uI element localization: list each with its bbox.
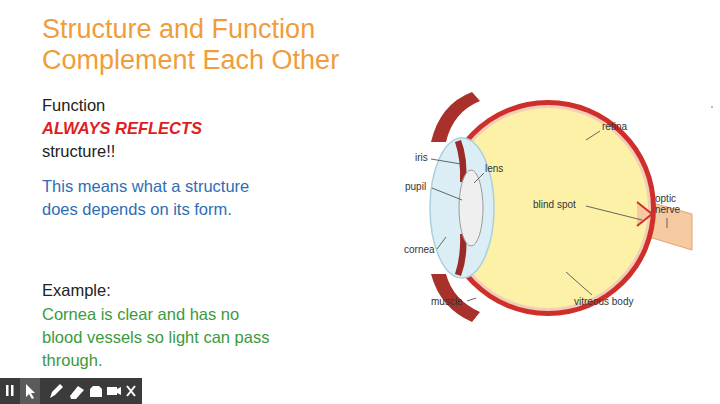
part-label: optic nerve (655, 193, 695, 215)
pen-icon (50, 384, 63, 398)
pause-icon (6, 385, 9, 396)
choroid (445, 105, 651, 311)
body-text: structure!! (42, 140, 287, 163)
marker-icon (70, 386, 84, 399)
part-label: iris (415, 152, 428, 163)
leader-line (437, 237, 446, 249)
body-text: Example: (42, 279, 287, 302)
part-label: muscle (431, 296, 463, 307)
cursor-icon (26, 384, 35, 399)
camera-icon (107, 387, 117, 395)
leader-line (474, 173, 484, 183)
example-text: Cornea is clear and has no blood vessels… (42, 303, 282, 372)
leader-line (566, 272, 592, 295)
part-label: lens (485, 163, 503, 174)
lens-shape (459, 170, 483, 246)
part-label: retina (602, 121, 627, 132)
leader-line (586, 206, 642, 220)
part-label: vitreous body (574, 296, 633, 307)
part-label: cornea (404, 244, 435, 255)
emphasis-text: ALWAYS REFLECTS (42, 117, 287, 140)
explanation-text: This means what a structure does depends… (42, 175, 282, 221)
part-label: blind spot (533, 199, 576, 210)
body-text: Function (42, 94, 287, 117)
eraser-icon (90, 386, 102, 397)
toolbar-bar (0, 378, 142, 404)
leader-line (432, 188, 462, 200)
pause-icon (11, 385, 14, 396)
leader-lines (431, 131, 667, 301)
camera-icon (117, 387, 121, 395)
leader-line (667, 218, 668, 228)
toolbar-active (20, 378, 40, 404)
dot-mark (711, 106, 713, 108)
slide-title: Structure and Function Complement Each O… (42, 14, 387, 76)
player-toolbar (0, 378, 142, 404)
vitreous-body (448, 108, 648, 308)
blind-spot (637, 202, 652, 226)
leader-line (467, 298, 476, 301)
leader-line (431, 159, 461, 164)
cornea-shape (430, 138, 494, 278)
leader-line (586, 131, 600, 140)
part-label: pupil (405, 181, 426, 192)
close-icon (127, 386, 135, 396)
sclera (440, 100, 656, 316)
